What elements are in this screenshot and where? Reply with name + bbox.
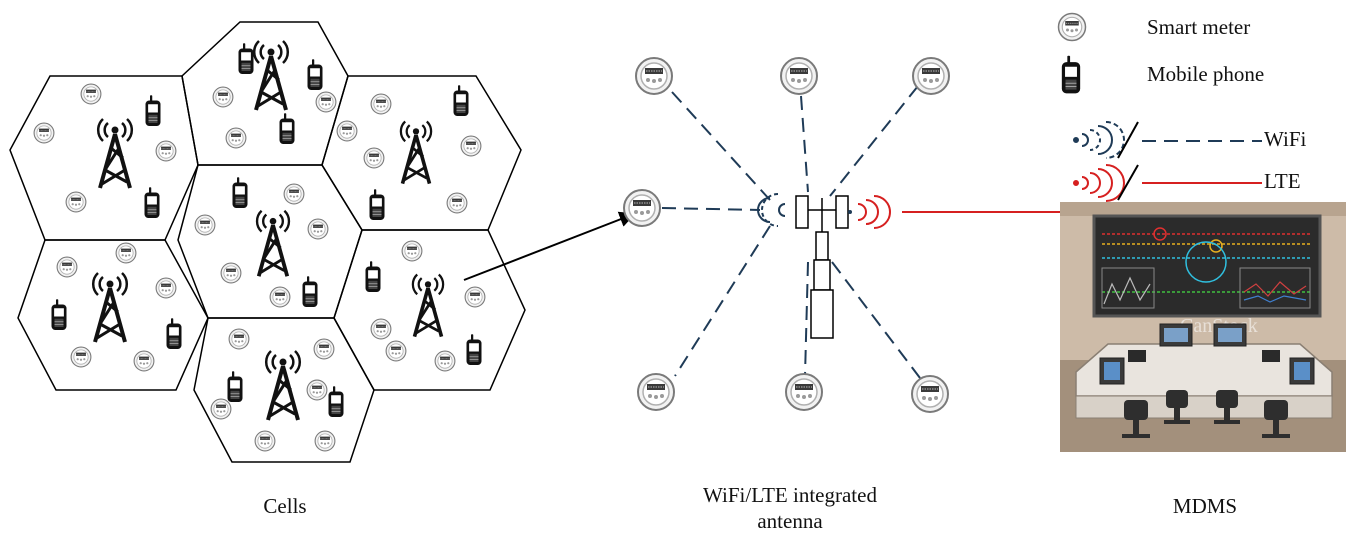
smart-meter-icon xyxy=(70,346,92,368)
legend-separator xyxy=(1117,121,1139,159)
smart-meter-icon xyxy=(254,430,276,452)
legend-separator xyxy=(1117,164,1139,201)
legend-wifi-label: WiFi xyxy=(1264,127,1307,151)
smart-meter-icon xyxy=(269,286,291,308)
cell-hexagon xyxy=(193,317,375,463)
cell-tower-icon xyxy=(252,40,290,112)
cells-caption: Cells xyxy=(263,494,307,518)
smart-meter-icon xyxy=(283,183,305,205)
legend-mobile-phone-label: Mobile phone xyxy=(1147,62,1265,86)
smart-meter-icon xyxy=(313,338,335,360)
cell-tower-icon xyxy=(410,272,446,339)
cell-hexagon xyxy=(333,229,526,391)
wifi-links xyxy=(661,85,921,379)
legend-smart-meter-label: Smart meter xyxy=(1147,15,1251,39)
smart-meter-icon xyxy=(623,189,661,227)
mobile-phone-icon xyxy=(365,260,381,293)
antenna-caption-line2: antenna xyxy=(757,509,823,533)
smart-meter-icon xyxy=(780,57,818,95)
smart-meter-icon xyxy=(401,240,423,262)
mobile-phone-icon xyxy=(328,385,344,418)
cell-hexagon xyxy=(17,239,209,391)
legend-lte-label: LTE xyxy=(1264,169,1301,193)
mobile-phone-icon xyxy=(307,58,323,91)
smart-meter-icon xyxy=(155,140,177,162)
legend-smart-meter-icon xyxy=(1057,12,1087,42)
legend-lte-symbol-icon xyxy=(1073,164,1125,202)
mobile-phone-icon xyxy=(466,333,482,366)
smart-meter-icon xyxy=(155,277,177,299)
smart-meter-icon xyxy=(911,375,949,413)
smart-meter-icon xyxy=(115,242,137,264)
smart-meter-icon xyxy=(336,120,358,142)
antenna-caption: WiFi/LTE integrated antenna xyxy=(640,482,940,534)
mdms-monitor xyxy=(1092,214,1322,318)
cell-tower-icon xyxy=(91,272,129,344)
zoom-arrow xyxy=(463,211,636,281)
smart-meter-icon xyxy=(637,373,675,411)
smart-meter-icon xyxy=(434,350,456,372)
mobile-phone-icon xyxy=(144,186,160,219)
mobile-phone-icon xyxy=(145,94,161,127)
cell-tower-icon xyxy=(255,208,291,279)
smart-meter-icon xyxy=(635,57,673,95)
smart-meter-icon xyxy=(785,373,823,411)
legend xyxy=(1057,12,1262,202)
smart-meter-icon xyxy=(194,214,216,236)
mobile-phone-icon xyxy=(227,370,243,403)
smart-meter-icon xyxy=(460,135,482,157)
legend-mobile-phone-icon xyxy=(1061,55,1081,94)
smart-meter-icon xyxy=(307,218,329,240)
smart-meter-icon xyxy=(56,256,78,278)
smart-meter-icon xyxy=(225,127,247,149)
smart-meter-icon xyxy=(65,191,87,213)
mobile-phone-icon xyxy=(302,275,318,308)
mobile-phone-icon xyxy=(166,317,182,350)
smart-meter-icon xyxy=(212,86,234,108)
cells-cluster xyxy=(9,21,526,463)
smart-meter-icon xyxy=(446,192,468,214)
integrated-antenna-icon xyxy=(757,193,891,339)
smart-meter-icon xyxy=(133,350,155,372)
mobile-phone-icon xyxy=(51,298,67,331)
smart-meter-icon xyxy=(370,93,392,115)
smart-meter-icon xyxy=(464,286,486,308)
antenna-meters xyxy=(623,57,950,413)
cell-tower-icon xyxy=(96,118,134,190)
smart-meter-icon xyxy=(228,328,250,350)
mobile-phone-icon xyxy=(453,84,469,117)
smart-meter-icon xyxy=(33,122,55,144)
smart-meter-icon xyxy=(220,262,242,284)
mobile-phone-icon xyxy=(369,188,385,221)
smart-meter-icon xyxy=(363,147,385,169)
smart-meter-icon xyxy=(385,340,407,362)
smart-meter-icon xyxy=(306,379,328,401)
antenna-caption-line1: WiFi/LTE integrated xyxy=(703,483,877,507)
smart-meter-icon xyxy=(370,318,392,340)
mdms-caption: MDMS xyxy=(1172,494,1238,518)
mobile-phone-icon xyxy=(238,42,254,75)
cell-tower-icon xyxy=(398,119,434,186)
mdms-control-room-image: CanStock xyxy=(1060,202,1346,452)
mobile-phone-icon xyxy=(232,176,248,209)
smart-meter-icon xyxy=(210,398,232,420)
smart-meter-icon xyxy=(314,430,336,452)
cell-tower-icon xyxy=(264,350,302,422)
smart-meter-icon xyxy=(80,83,102,105)
smart-meter-icon xyxy=(315,91,337,113)
smart-meter-icon xyxy=(912,57,950,95)
mobile-phone-icon xyxy=(279,112,295,145)
legend-wifi-symbol-icon xyxy=(1073,121,1125,159)
